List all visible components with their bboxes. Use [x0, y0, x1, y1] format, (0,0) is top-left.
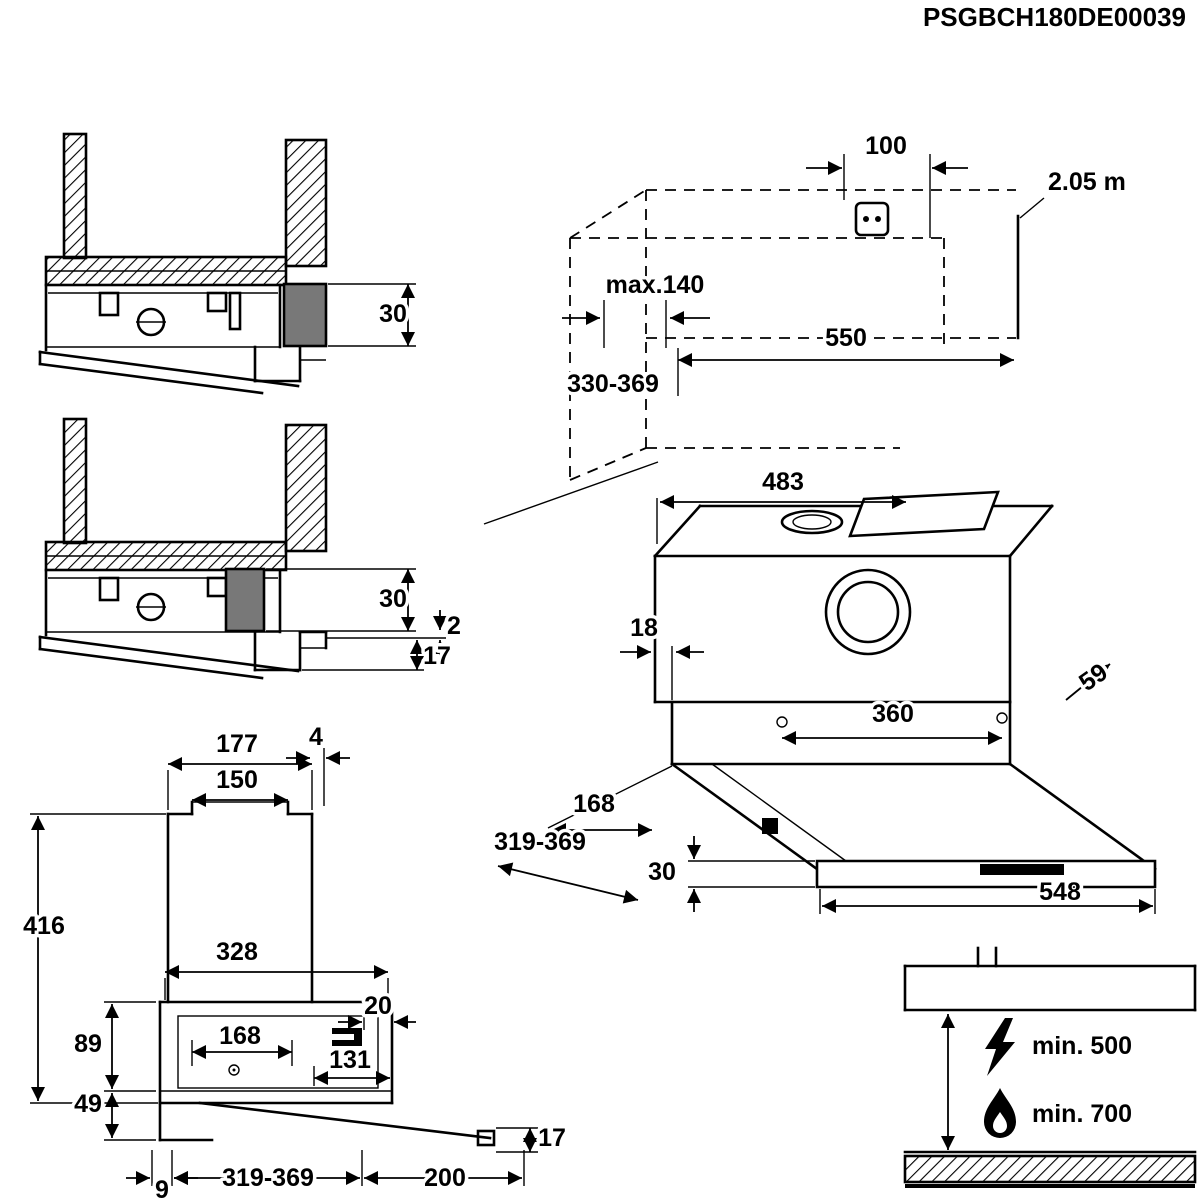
wall-hatch	[284, 138, 328, 268]
dim-body-width-label: 483	[762, 468, 804, 496]
mounting-bracket-detail	[354, 1034, 362, 1040]
wall-spacer-block	[224, 567, 266, 633]
dim-visor-drop-label: 17	[538, 1124, 566, 1152]
mounting-bracket-detail	[332, 1028, 362, 1034]
drawing-id: PSGBCH180DE00039	[923, 2, 1186, 32]
dim-panel-gap-label: 2	[447, 612, 461, 640]
dim-lip-height-label: 30	[648, 858, 676, 886]
dim-body-width-label: 328	[216, 938, 258, 966]
clearance-diagram: min. 500 min. 700	[903, 946, 1197, 1188]
side-panel-hatch	[62, 417, 88, 545]
dim-visor-width-label: 548	[1039, 878, 1081, 906]
dim-duct-width-label: 150	[216, 766, 258, 794]
damper-plate	[848, 490, 1000, 538]
dim-niche-width-label: 550	[825, 324, 867, 352]
dim-rear-gap-label: 4	[309, 723, 323, 751]
wall-spacer-block	[282, 282, 328, 348]
fixing-point	[228, 1064, 240, 1076]
wall-section-top: 30	[38, 132, 416, 395]
dim-rear-offset-label: 9	[155, 1176, 169, 1200]
dim-niche-depth-label: 330-369	[567, 370, 659, 398]
duct-outlet	[780, 509, 844, 535]
dim-lip-height-label: 17	[423, 642, 451, 670]
dim-front-depth-label: 168	[573, 790, 615, 818]
fixing-hole	[776, 716, 788, 728]
visor-handle	[980, 864, 1064, 875]
dim-total-height-label: 416	[23, 912, 65, 940]
dim-chimney-width-label: 177	[216, 730, 258, 758]
hood-perspective: 483 18 360 59 168 319-369 30 548	[491, 465, 1157, 914]
gas-clearance-label: min. 700	[1032, 1100, 1132, 1128]
dim-outlet-offset-label: 100	[865, 132, 907, 160]
fixing-hole	[996, 712, 1008, 724]
hob-surface-hatch	[903, 1154, 1197, 1184]
duct-outlet-inner	[792, 514, 832, 530]
pullout-visor-line	[198, 1101, 492, 1140]
outlet-pin-icon	[875, 216, 881, 222]
mounting-bracket-detail	[332, 1040, 362, 1046]
dim-bracket-gap-label: 20	[364, 992, 392, 1020]
electric-clearance-label: min. 500	[1032, 1032, 1132, 1060]
dim-outlet-height-label: 2.05 m	[1048, 168, 1126, 196]
lightning-icon	[985, 1018, 1015, 1076]
dim-spacer-depth-label: 30	[379, 300, 407, 328]
dim-side-depth-label: 59	[1074, 658, 1113, 697]
dim-filter-width-label: 168	[219, 1022, 261, 1050]
dim-body-height-label: 89	[74, 1030, 102, 1058]
detail-marker	[762, 818, 778, 834]
dim-spacer-depth-label: 30	[379, 585, 407, 613]
dim-side-inset-label: 18	[630, 614, 658, 642]
dim-pullout-extension-label: 200	[424, 1164, 466, 1192]
flame-icon-inner	[993, 1112, 1007, 1133]
dim-fixing-hole-spacing-label: 360	[872, 700, 914, 728]
wall-section-bottom: 30 2 17	[38, 417, 464, 680]
dim-bracket-span-label: 131	[329, 1046, 371, 1074]
dim-depth-range-label: 319-369	[222, 1164, 314, 1192]
power-outlet-icon	[854, 201, 890, 237]
blower-ring-outer	[824, 568, 912, 656]
dim-depth-range-label: 319-369	[494, 828, 586, 856]
installation-overview: 100 2.05 m max.140 550 330-369	[483, 129, 1129, 525]
outlet-pin-icon	[863, 216, 869, 222]
visor-tip	[476, 1129, 496, 1147]
wall-hatch	[284, 423, 328, 553]
blower-ring-inner	[836, 580, 900, 644]
side-panel-hatch	[62, 132, 88, 260]
dim-lower-height-label: 49	[74, 1090, 102, 1118]
dim-max-recess-label: max.140	[606, 271, 705, 299]
front-view: 177 4 150 416 328 168	[20, 720, 570, 1200]
